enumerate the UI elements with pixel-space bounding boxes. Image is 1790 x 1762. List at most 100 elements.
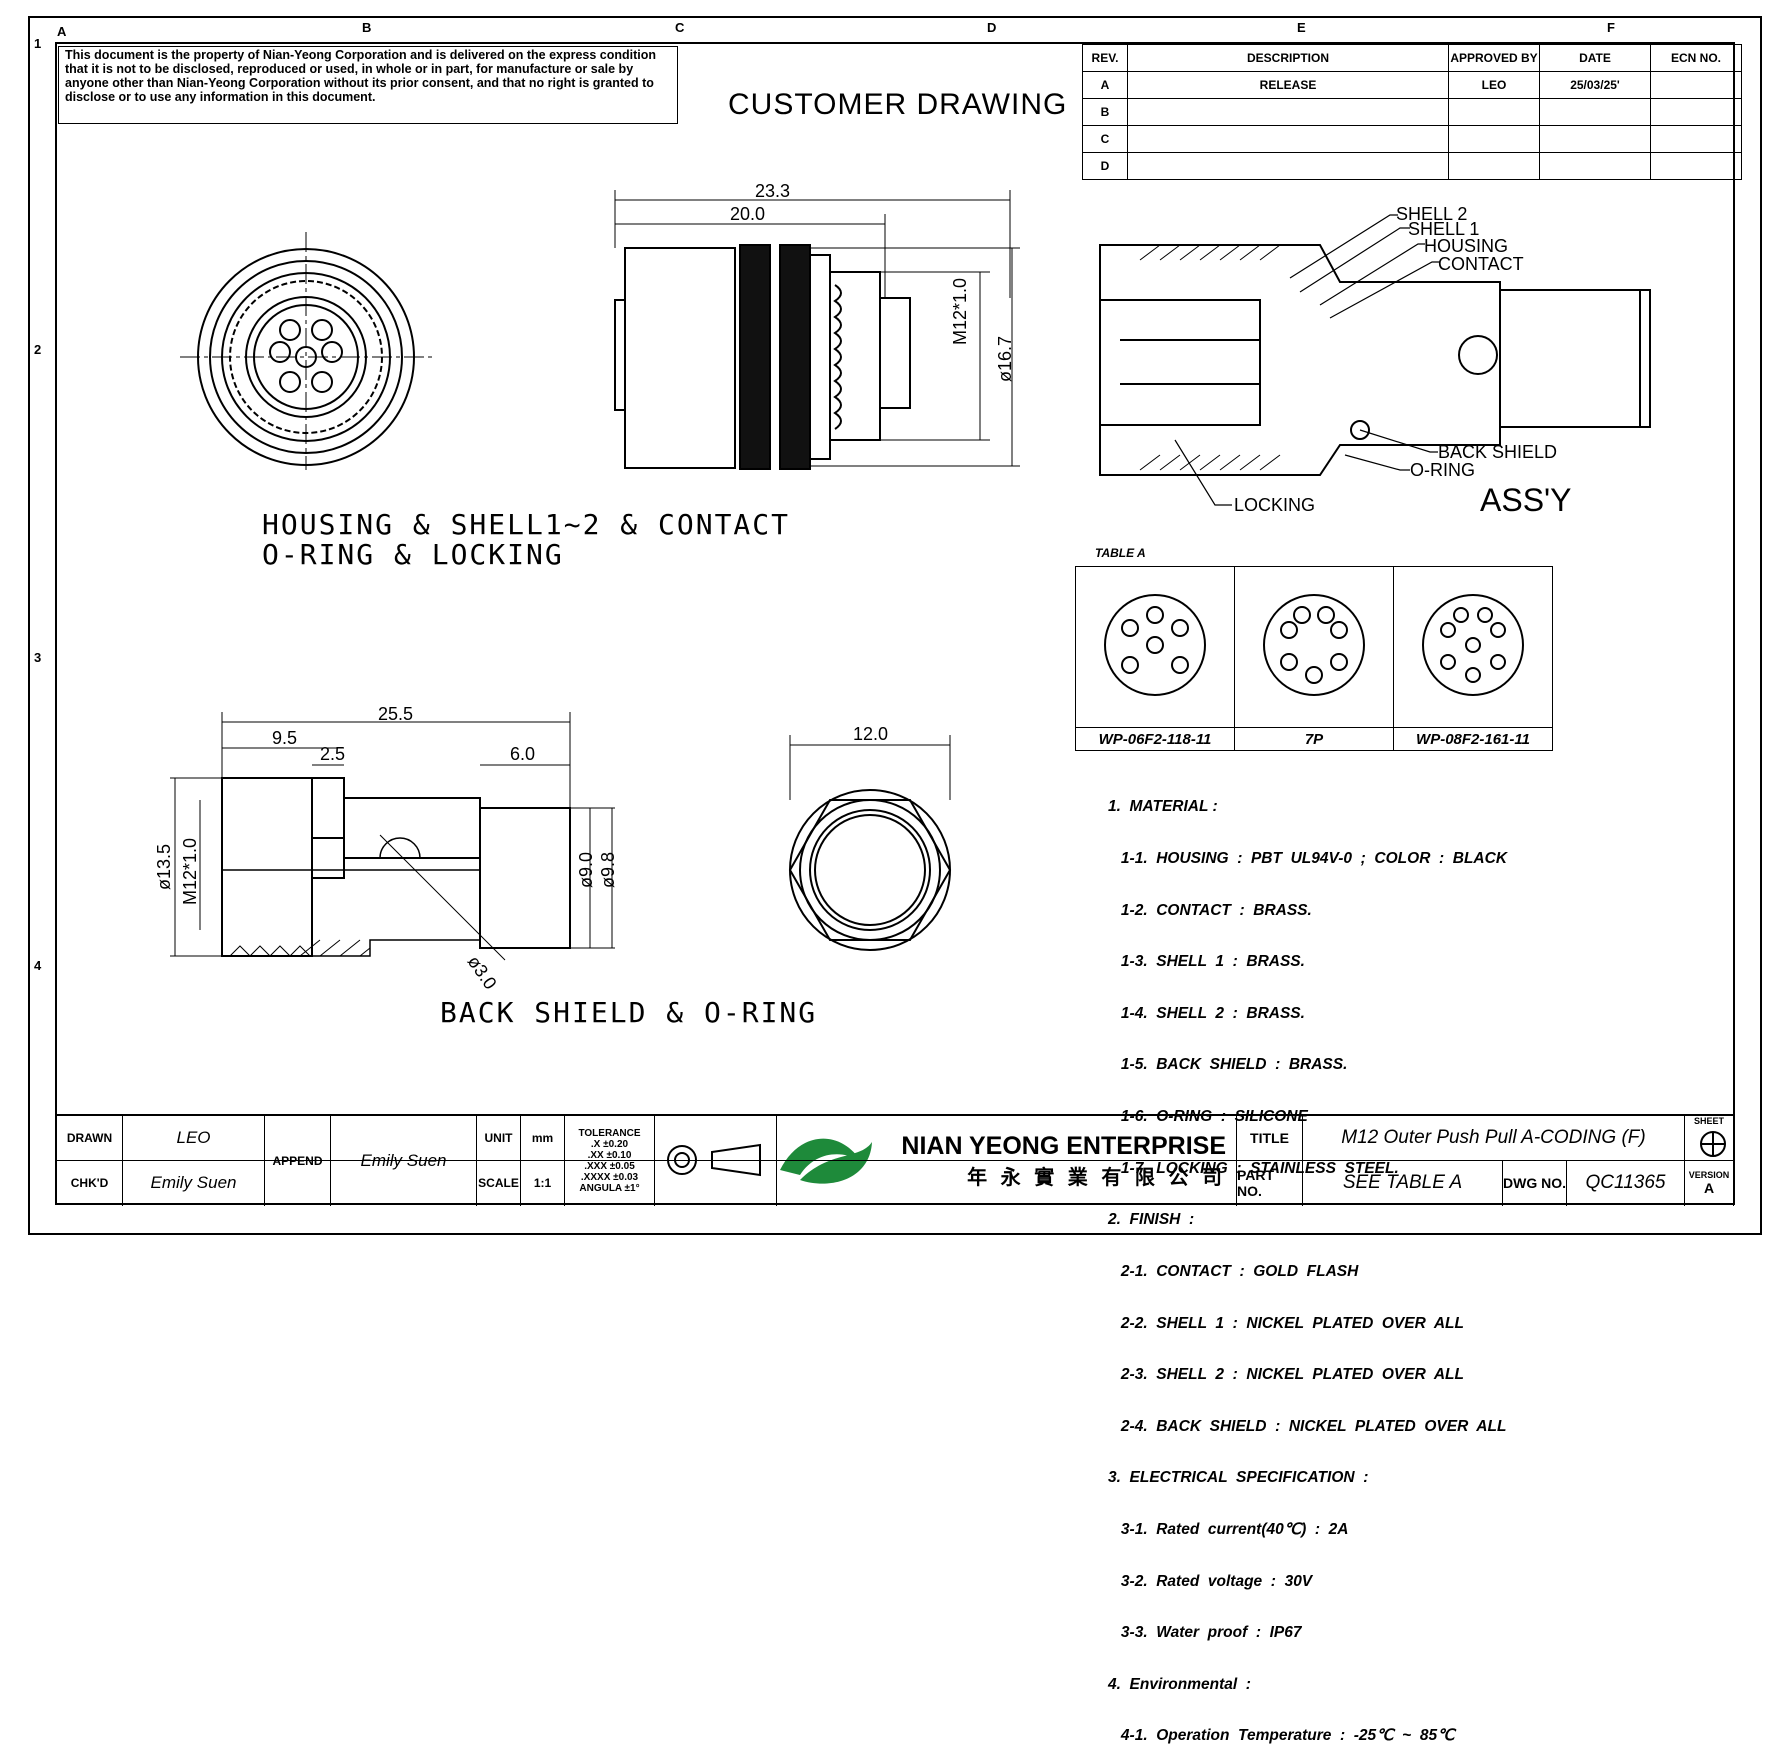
zone-number: 2 (34, 342, 42, 357)
pinout-6p (1075, 566, 1235, 728)
spec-line: 4. Environmental : (1108, 1675, 1251, 1693)
dim-label: 9.5 (272, 728, 298, 748)
dim-label: 12.0 (853, 724, 889, 744)
chkd-value: Emily Suen (123, 1160, 265, 1206)
spec-line: 1-5. BACK SHIELD : BRASS. (1108, 1056, 1348, 1074)
append-label: APPEND (265, 1116, 331, 1206)
tolerance-row: .X ±0.20 (590, 1139, 629, 1150)
ecn-cell (1650, 71, 1742, 99)
tolerance-box: TOLERANCE .X ±0.20 .XX ±0.10 .XXX ±0.05 … (565, 1116, 655, 1206)
ecn-cell (1650, 98, 1742, 126)
pinout-7p-diagram (1263, 593, 1365, 696)
version-value: A (1703, 1180, 1715, 1196)
confidentiality-notice: This document is the property of Nian-Ye… (58, 46, 678, 124)
zone-number: 1 (34, 36, 42, 51)
description-cell (1127, 98, 1449, 126)
view1-caption: HOUSING & SHELL1~2 & CONTACT (262, 508, 791, 541)
part-number: WP-06F2-118-11 (1075, 727, 1235, 751)
zone-letter: B (362, 20, 372, 35)
sheet-symbol (1700, 1131, 1726, 1157)
assembly-section (1099, 214, 1651, 506)
label-contact: CONTACT (1438, 254, 1524, 274)
dwg-label: DWG NO. (1503, 1160, 1567, 1206)
revision-row: C (1082, 125, 1742, 153)
view2-caption: BACK SHIELD & O-RING (440, 996, 818, 1029)
tolerance-row: .XX ±0.10 (587, 1150, 632, 1161)
zone-letter: F (1607, 20, 1615, 35)
dim-label: 2.5 (320, 744, 346, 764)
version-label: VERSION (1688, 1170, 1730, 1180)
dim-label: ø9.8 (598, 851, 618, 888)
part-label: PART NO. (1237, 1160, 1303, 1206)
spec-line: 2-1. CONTACT : GOLD FLASH (1108, 1262, 1359, 1280)
label-shell2: SHELL 2 (1396, 204, 1468, 224)
date-cell: 25/03/25' (1539, 71, 1651, 99)
scale-value: 1:1 (521, 1160, 565, 1206)
revision-row: D (1082, 152, 1742, 180)
revision-row: A RELEASE LEO 25/03/25' (1082, 71, 1742, 99)
title-block: DRAWN LEO CHK'D Emily Suen APPEND Emily … (57, 1114, 1734, 1208)
tolerance-title: TOLERANCE (578, 1128, 641, 1139)
spec-line: 2-3. SHELL 2 : NICKEL PLATED OVER ALL (1108, 1366, 1464, 1384)
drawing-frame (55, 42, 1735, 1205)
tolerance-row: .XXX ±0.05 (584, 1161, 635, 1172)
rev-cell: C (1082, 125, 1128, 153)
part-number: WP-08F2-161-11 (1393, 727, 1553, 751)
sheet-label: SHEET (1685, 1116, 1734, 1160)
date-cell (1539, 152, 1651, 180)
page-title: CUSTOMER DRAWING (728, 88, 1068, 121)
spec-line: 1-6. O-RING : SILICONE (1108, 1108, 1308, 1126)
dim-label: 25.5 (378, 704, 414, 724)
technical-drawing (170, 190, 1726, 1184)
chkd-label: CHK'D (57, 1160, 123, 1206)
tolerance-row: .XXXX ±0.03 (580, 1172, 639, 1183)
title-label: TITLE (1237, 1116, 1303, 1160)
spec-line: 1-3. SHELL 1 : BRASS. (1108, 953, 1305, 971)
table-a-title: TABLE A (1095, 546, 1146, 560)
revision-header-row: REV. DESCRIPTION APPROVED BY DATE ECN NO… (1082, 44, 1742, 72)
back-shield-view (170, 712, 615, 961)
front-view-circles (180, 232, 432, 470)
spec-notes: 1. MATERIAL : 1-1. HOUSING : PBT UL94V-0… (1108, 764, 1507, 1762)
zone-letter: A (57, 24, 67, 39)
ecn-header: ECN NO. (1650, 44, 1742, 72)
drawing-sheet (28, 16, 1762, 1235)
drawn-label: DRAWN (57, 1116, 123, 1160)
unit-value: mm (521, 1116, 565, 1160)
label-o-ring: O-RING (1410, 460, 1475, 480)
scale-label: SCALE (477, 1160, 521, 1206)
assembly-title: ASS'Y (1480, 482, 1572, 518)
label-shell1: SHELL 1 (1408, 219, 1480, 239)
ecn-cell (1650, 152, 1742, 180)
spec-line: 3-2. Rated voltage : 30V (1108, 1572, 1313, 1590)
zone-letter: E (1297, 20, 1306, 35)
pinout-6p-diagram (1104, 593, 1206, 696)
zone-number: 3 (34, 650, 42, 665)
view1-caption: O-RING & LOCKING (262, 538, 564, 571)
tolerance-row: ANGULA ±1° (579, 1183, 640, 1194)
dim-label: M12*1.0 (950, 277, 970, 345)
table-a: WP-06F2-118-11 7P WP-08F2-161-11 (1075, 566, 1553, 751)
description-cell: RELEASE (1127, 71, 1449, 99)
spec-line: 2-4. BACK SHIELD : NICKEL PLATED OVER AL… (1108, 1417, 1507, 1435)
dwg-value: QC11365 (1567, 1160, 1685, 1206)
spec-line: 2. FINISH : (1108, 1211, 1195, 1229)
approved-cell: LEO (1448, 71, 1540, 99)
zone-letter: D (987, 20, 997, 35)
dim-label: 20.0 (730, 204, 766, 224)
pinout-8p-diagram (1422, 593, 1524, 696)
description-cell (1127, 125, 1449, 153)
dim-label: ø9.0 (576, 851, 596, 888)
spec-line: 3. ELECTRICAL SPECIFICATION : (1108, 1469, 1369, 1487)
company-name-cn: 年 永 實 業 有 限 公 司 (967, 1167, 1226, 1189)
company-box: NIAN YEONG ENTERPRISE 年 永 實 業 有 限 公 司 (777, 1116, 1237, 1206)
dim-label: 23.3 (755, 181, 791, 201)
zone-letter: C (675, 20, 685, 35)
pinout-8p (1393, 566, 1553, 728)
dim-label: ø13.5 (154, 843, 174, 890)
spec-line: 1-7. LOCKING : STAINLESS STEEL. (1108, 1159, 1399, 1177)
label-locking: LOCKING (1234, 495, 1316, 515)
unit-label: UNIT (477, 1116, 521, 1160)
projection-box (655, 1116, 777, 1206)
pinout-7p (1234, 566, 1394, 728)
